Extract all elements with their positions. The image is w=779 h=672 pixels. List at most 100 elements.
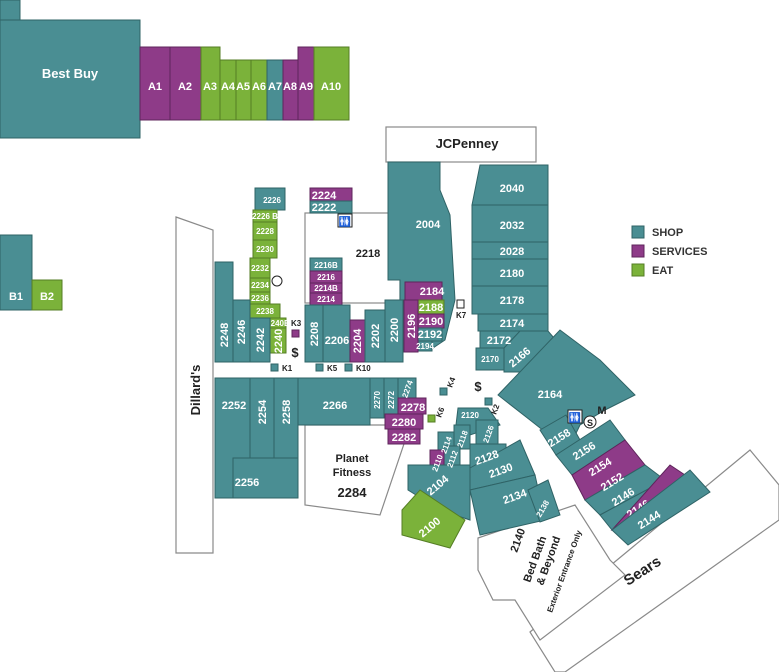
unit-2224-label: 2224	[312, 190, 337, 202]
unit-2178-label: 2178	[500, 295, 524, 307]
unit-b1[interactable]	[0, 234, 33, 311]
legend-swatch-shop	[631, 225, 645, 239]
atm-icon: $	[291, 345, 299, 360]
unit-2272-label: 2272	[387, 391, 396, 409]
kiosk-k1[interactable]	[270, 363, 279, 372]
unit-a6-label: A6	[252, 81, 266, 93]
best-buy[interactable]	[0, 19, 141, 139]
unit-2004-label: 2004	[416, 219, 441, 231]
unit-2248-label: 2248	[219, 323, 231, 347]
unit-2180[interactable]	[471, 258, 549, 287]
unit-2226b-label: 2226 B	[252, 212, 278, 221]
unit-2240-label: 2240	[273, 329, 285, 353]
legend-shop: SHOP	[652, 227, 683, 239]
unit-a1-label: A1	[148, 81, 162, 93]
legend-eat: EAT	[652, 265, 673, 277]
unit-2138[interactable]	[527, 479, 561, 523]
unit-2258[interactable]	[273, 377, 299, 459]
unit-2226-label: 2226	[263, 196, 281, 205]
unit-2282[interactable]	[387, 428, 421, 445]
unit-2254[interactable]	[249, 377, 275, 459]
legend-swatch-eat	[631, 263, 645, 277]
unit-a4-label: A4	[221, 81, 236, 93]
kiosk-k10[interactable]	[344, 363, 353, 372]
unit-2100[interactable]	[401, 489, 466, 549]
unit-a10[interactable]	[313, 46, 350, 121]
legend-services: SERVICES	[652, 246, 707, 258]
planet-fitness-num: 2284	[338, 485, 368, 500]
unit-a9-label: A9	[299, 81, 313, 93]
unit-2206-label: 2206	[325, 335, 349, 347]
unit-a2[interactable]	[169, 46, 202, 121]
unit-2040-label: 2040	[500, 183, 524, 195]
unit-2246-label: 2246	[236, 320, 248, 344]
unit-2278-label: 2278	[401, 402, 425, 414]
kiosk-k7-label: K7	[456, 311, 467, 320]
unit-2144[interactable]	[611, 469, 711, 546]
unit-2242[interactable]	[249, 317, 271, 363]
unit-2214-label: 2214	[317, 295, 335, 304]
kiosk-k6[interactable]	[427, 414, 436, 423]
kiosk-k6-label: K6	[434, 405, 446, 418]
info-icon	[271, 275, 283, 287]
dillards[interactable]	[175, 216, 214, 554]
unit-b2[interactable]	[31, 279, 63, 311]
unit-2214b-label: 2214B	[314, 284, 338, 293]
restroom-glyph-2: 🚻	[569, 411, 581, 424]
unit-2228-label: 2228	[256, 227, 274, 236]
kiosk-k5[interactable]	[315, 363, 324, 372]
atm-icon-2: $	[474, 379, 482, 394]
unit-2032[interactable]	[471, 204, 549, 243]
unit-a1[interactable]	[139, 46, 171, 121]
unit-2230-label: 2230	[256, 245, 274, 254]
unit-2200[interactable]	[384, 299, 404, 363]
planet-fitness-label-2: Fitness	[333, 467, 372, 479]
jcpenney-label: JCPenney	[436, 136, 500, 151]
kiosk-k10-label: K10	[356, 364, 371, 373]
unit-2232-label: 2232	[251, 264, 269, 273]
unit-2180-label: 2180	[500, 268, 524, 280]
mgmt-icon: M	[597, 405, 606, 417]
kiosk-k7[interactable]	[456, 299, 465, 309]
dillards-label: Dillard's	[188, 365, 203, 416]
kiosk-k1-label: K1	[282, 364, 293, 373]
kiosk-k5-label: K5	[327, 364, 338, 373]
unit-2192-label: 2192	[418, 329, 442, 341]
kiosk-k4[interactable]	[439, 387, 448, 396]
unit-2282-label: 2282	[392, 432, 416, 444]
unit-2204-label: 2204	[352, 328, 364, 353]
best-buy-corner	[0, 0, 21, 21]
restroom-glyph: 🚻	[339, 215, 351, 228]
planet-fitness-label-1: Planet	[335, 453, 368, 465]
unit-2216-label: 2216	[317, 273, 335, 282]
unit-2266[interactable]	[297, 377, 371, 426]
unit-2188-label: 2188	[419, 302, 443, 314]
kiosk-k3[interactable]	[291, 329, 300, 338]
restroom-icon	[337, 213, 353, 228]
unit-2252-label: 2252	[222, 400, 246, 412]
kiosk-k2[interactable]	[484, 397, 493, 406]
security-icon	[583, 415, 597, 429]
unit-2256[interactable]	[232, 457, 299, 499]
unit-2256-label: 2256	[235, 477, 259, 489]
unit-2222-label: 2222	[312, 202, 336, 214]
unit-2178[interactable]	[471, 285, 549, 315]
jcpenney[interactable]	[385, 126, 537, 163]
legend-swatch-services	[631, 244, 645, 258]
unit-2234-label: 2234	[251, 281, 269, 290]
unit-2216b-label: 2216B	[314, 261, 338, 270]
restroom-icon-2	[567, 409, 583, 424]
unit-2240b-label: 2240B	[266, 319, 290, 328]
unit-2196[interactable]	[403, 299, 419, 353]
sears[interactable]	[529, 449, 779, 672]
unit-2190-label: 2190	[419, 316, 443, 328]
unit-2196-label: 2196	[406, 314, 418, 338]
unit-2222[interactable]	[309, 200, 353, 214]
unit-2280-label: 2280	[392, 417, 416, 429]
unit-b2-label: B2	[40, 291, 54, 303]
unit-2236-label: 2236	[251, 294, 269, 303]
unit-2206[interactable]	[322, 304, 351, 363]
bed-bath-beyond[interactable]	[477, 504, 626, 641]
unit-2238-label: 2238	[256, 307, 274, 316]
